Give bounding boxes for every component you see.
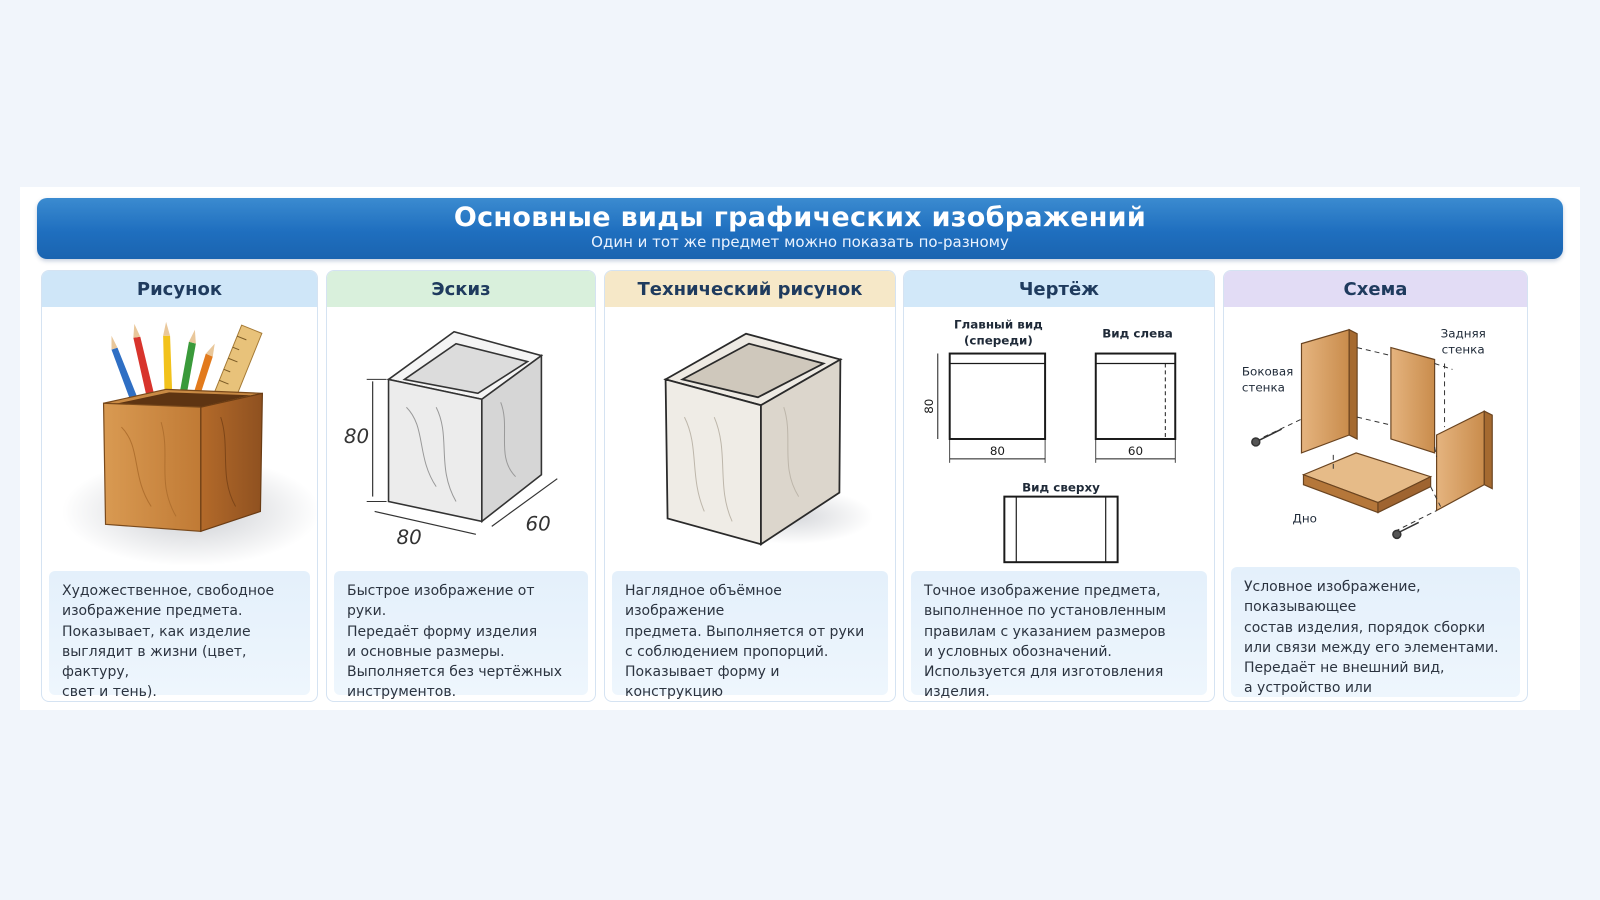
side-wall-label-line1: Боковая [1242,364,1293,378]
back-wall-label-line1: Задняя [1441,327,1486,341]
dim-depth-label: 60 [526,512,551,535]
dim-width-label: 80 [396,526,421,549]
panel-description: Точное изображение предмета, выполненное… [911,571,1207,700]
side-wall-label-line2: стенка [1242,380,1285,394]
dim-height-label: 80 [922,399,936,414]
exploded-assembly-illustration: Боковая стенка Задняя стенка Дно [1224,307,1527,567]
dim-height-label: 80 [344,425,369,448]
panel-drawing: Рисунок [41,270,318,702]
front-view-label-line1: Главный вид [954,318,1043,332]
bottom-label: Дно [1293,511,1317,525]
pencil-box-illustration [42,307,317,567]
dim-left-width-label: 60 [1128,444,1143,458]
page-subtitle: Один и тот же предмет можно показать по-… [591,233,1009,251]
dim-front-width-label: 80 [990,444,1005,458]
panel-description: Быстрое изображение от руки. Передаёт фо… [334,571,588,700]
panel-title: Чертёж [904,271,1214,307]
top-view-label: Вид сверху [1022,481,1100,495]
panel-sketch: Эскиз [326,270,596,702]
panel-description: Художественное, свободное изображение пр… [49,571,310,700]
page-title: Основные виды графических изображений [453,202,1147,233]
back-wall-label-line2: стенка [1442,343,1485,357]
panel-description: Условное изображение, показывающее соста… [1231,567,1520,701]
front-view-label-line2: (спереди) [964,334,1033,348]
technical-box-illustration [605,307,895,567]
panel-engineering-drawing: Чертёж Главный вид (спереди) Вид слева В… [903,270,1215,702]
panel-technical-drawing: Технический рисунок [604,270,896,702]
orthographic-views: Главный вид (спереди) Вид слева Вид свер… [904,307,1214,567]
panel-title: Схема [1224,271,1527,307]
panel-title: Эскиз [327,271,595,307]
panel-title: Рисунок [42,271,317,307]
panel-description: Наглядное объёмное изображение предмета.… [612,571,888,700]
panel-title: Технический рисунок [605,271,895,307]
left-view-label: Вид слева [1102,327,1173,341]
title-banner: Основные виды графических изображений Од… [37,198,1563,259]
screw-icons [1251,428,1420,540]
poster: Основные виды графических изображений Од… [20,187,1580,710]
sketch-box-illustration: 80 80 60 [327,307,595,567]
panel-diagram: Схема [1223,270,1528,702]
